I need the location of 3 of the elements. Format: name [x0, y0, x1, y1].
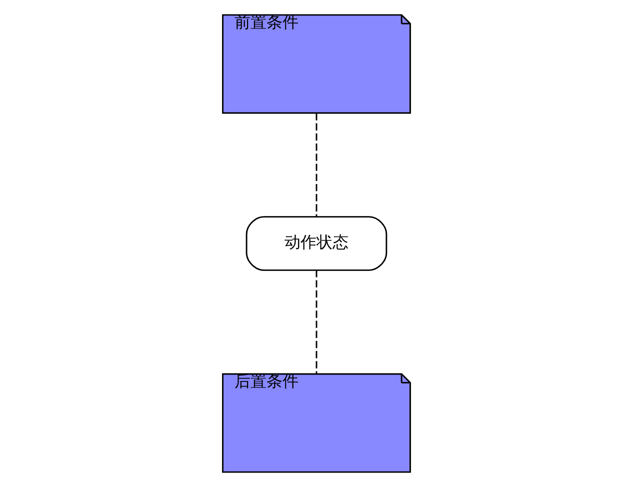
node-box: 动作状态: [245, 216, 387, 271]
connector: [315, 113, 317, 217]
connector: [315, 270, 317, 374]
